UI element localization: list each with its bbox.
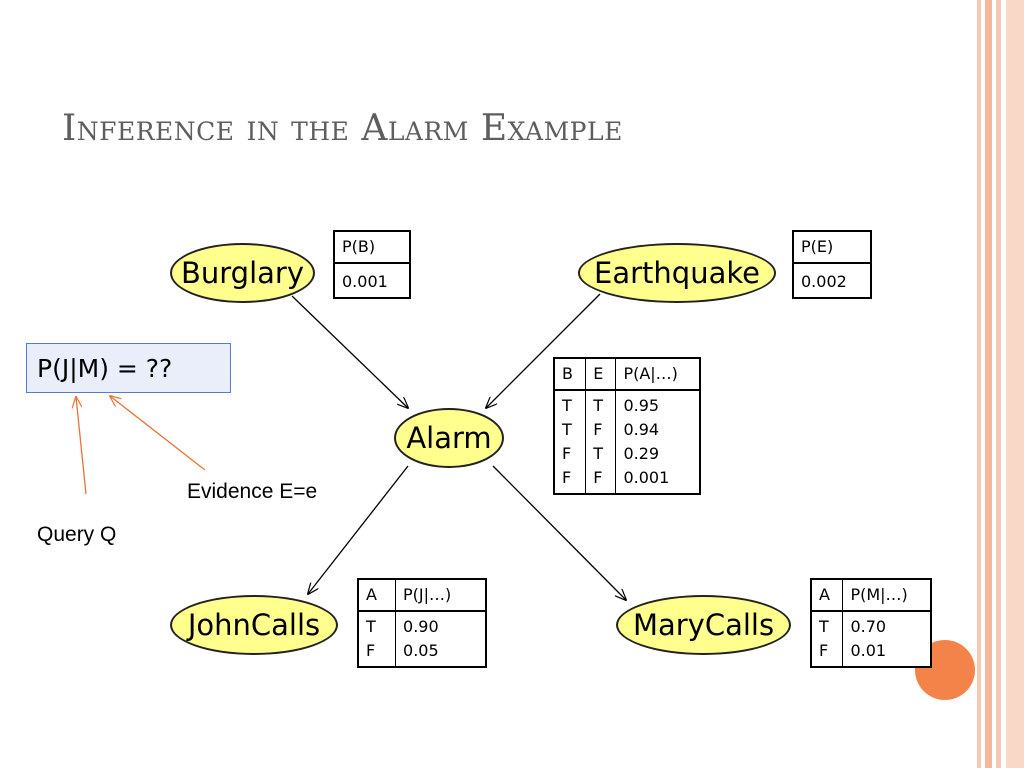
query-expression-box: P(J|M) = ??	[26, 343, 231, 393]
evidence-arrow	[110, 396, 206, 471]
cpt-mary: A P(M|…) T F 0.70 0.01	[810, 578, 932, 668]
node-alarm: Alarm	[394, 408, 504, 468]
cpt-value: 0.001	[342, 272, 388, 291]
node-burglary: Burglary	[170, 243, 315, 303]
cpt-col-p: 0.95 0.94 0.29 0.001	[623, 396, 670, 487]
edge-alarm-marycalls	[492, 465, 626, 600]
cpt-header-b: B	[554, 358, 587, 391]
edge-earthquake-alarm	[486, 293, 601, 408]
cpt-col-a: T F	[358, 611, 397, 667]
cpt-col-e: T F T F	[585, 390, 617, 494]
query-expression: P(J|M) = ??	[37, 353, 173, 383]
node-johncalls: JohnCalls	[170, 595, 338, 655]
decor-stripe-1	[977, 0, 981, 768]
query-label: Query Q	[37, 523, 117, 546]
cpt-col-p: 0.90 0.05	[403, 617, 439, 660]
cpt-header-e: E	[585, 358, 617, 391]
cpt-col-a: T F	[811, 611, 844, 667]
cpt-header: P(E)	[793, 231, 871, 264]
decor-stripe-4	[1006, 0, 1024, 768]
query-arrow	[76, 397, 87, 495]
cpt-header-p: P(M|…)	[842, 579, 931, 612]
cpt-alarm: B E P(A|…) T T F F T F T F 0.95 0.94 0.2…	[553, 357, 701, 495]
cpt-burglary: P(B) 0.001	[333, 230, 411, 299]
edge-alarm-johncalls	[308, 465, 409, 594]
evidence-label: Evidence E=e	[187, 480, 318, 503]
cpt-earthquake: P(E) 0.002	[792, 230, 872, 299]
cpt-col-b: T T F F	[554, 390, 587, 494]
cpt-john: A P(J|…) T F 0.90 0.05	[357, 578, 487, 668]
node-marycalls: MaryCalls	[616, 595, 791, 655]
cpt-header-p: P(J|…)	[395, 579, 486, 612]
cpt-col-p: 0.70 0.01	[850, 617, 887, 660]
decor-stripe-2	[985, 0, 992, 768]
node-earthquake: Earthquake	[578, 243, 776, 303]
cpt-header-a: A	[811, 579, 844, 612]
decor-stripe-3	[996, 0, 1001, 768]
slide-title: Inference in the Alarm Example	[62, 108, 623, 149]
cpt-value: 0.002	[801, 272, 847, 291]
cpt-header-p: P(A|…)	[615, 358, 700, 391]
cpt-header-a: A	[358, 579, 397, 612]
cpt-header: P(B)	[334, 231, 410, 264]
edge-burglary-alarm	[291, 295, 408, 408]
